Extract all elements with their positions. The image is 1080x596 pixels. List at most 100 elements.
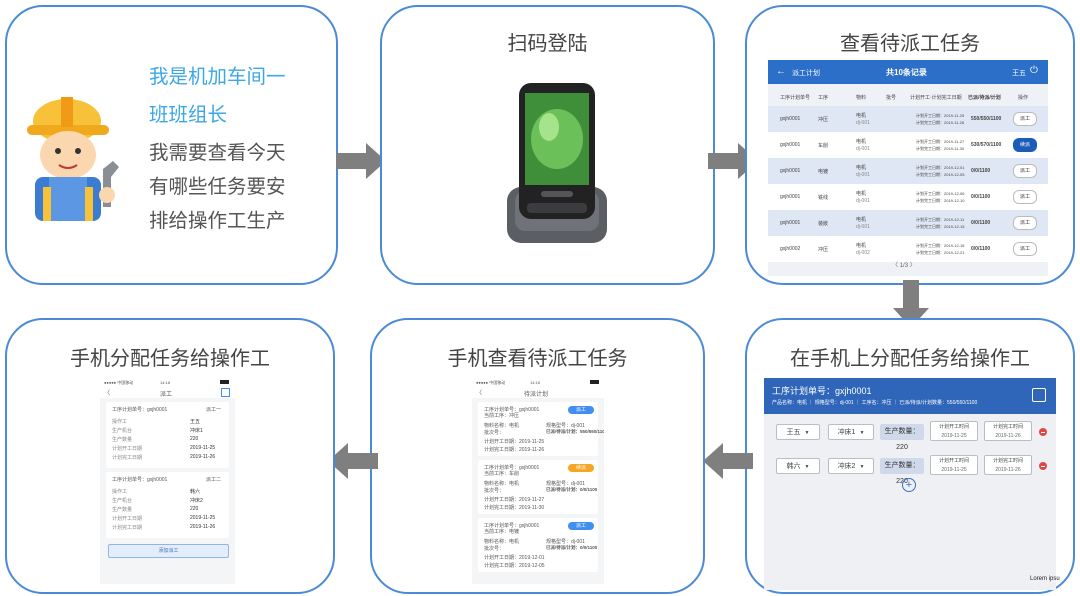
- field-value[interactable]: 220: [190, 436, 199, 442]
- card-plan-no: 工序计划单号：gxjh0001: [112, 407, 168, 413]
- card-end-date: 计划完工日期：2019-11-26: [484, 447, 545, 453]
- field-value[interactable]: 220: [190, 506, 199, 512]
- back-chevron-icon[interactable]: 〈: [104, 391, 111, 397]
- col-header: 操作: [1018, 95, 1029, 101]
- row-start-date: 计划开工日期：2019-12-01: [916, 165, 965, 170]
- card-process: 当前工序：车削: [484, 471, 520, 477]
- card-quantity: 已派/待派/计划：0/0/1100: [546, 545, 598, 550]
- scan-icon[interactable]: [1032, 388, 1046, 402]
- field-value[interactable]: 2019-11-26: [190, 454, 216, 460]
- field-value[interactable]: 冲床2: [190, 498, 203, 504]
- card-dispatch-button[interactable]: 派工: [568, 522, 594, 530]
- phone-nav-bar: 〈 待派计划: [472, 386, 604, 398]
- chevron-down-icon: ▼: [859, 464, 865, 470]
- col-header: 工序: [818, 95, 829, 101]
- row-material: 电机: [856, 165, 867, 171]
- row-end-date: 计划完工日期：2019-12-05: [916, 172, 965, 177]
- row-material: 电机: [856, 113, 867, 119]
- remove-row-icon[interactable]: [1039, 462, 1047, 470]
- card-plan-no: 工序计划单号：gxjh0001: [484, 465, 540, 471]
- row-plan-no: gxjh0001: [780, 116, 801, 122]
- row-process: 铣线: [818, 195, 829, 201]
- intro-line-1: 我是机加车间一: [149, 66, 286, 88]
- quantity-field[interactable]: 生产数量：220: [880, 424, 924, 451]
- row-start-date: 计划开工日期：2019-12-06: [916, 191, 965, 196]
- row-material-code: dj-001: [856, 120, 870, 126]
- field-value[interactable]: 冲床1: [190, 428, 203, 434]
- field-label: 计划完工日期: [112, 455, 143, 461]
- card-material: 物料名称：电机: [484, 539, 520, 545]
- remove-row-icon[interactable]: [1039, 428, 1047, 436]
- tablet-back-label[interactable]: 派工计划: [792, 70, 820, 77]
- end-date-label: 计划完工时间: [992, 458, 1023, 464]
- prev-page-icon[interactable]: 〈: [892, 263, 899, 269]
- field-value[interactable]: 2019-11-26: [190, 524, 216, 530]
- row-end-date: 计划完工日期：2019-11-26: [916, 120, 965, 125]
- row-end-date: 计划完工日期：2019-11-30: [916, 146, 965, 151]
- row-material-code: dj-002: [856, 250, 870, 256]
- col-header: 物料: [856, 95, 867, 101]
- worker-name: 王五: [786, 429, 801, 436]
- row-end-date: 计划完工日期：2019-12-21: [916, 250, 965, 255]
- row-action-button[interactable]: 派工: [1013, 112, 1037, 126]
- machine-select[interactable]: 冲床1▼: [828, 424, 874, 440]
- add-row-icon[interactable]: +: [902, 478, 916, 492]
- row-material: 电机: [856, 243, 867, 249]
- row-material-code: dj-001: [856, 198, 870, 204]
- card-dispatch-button[interactable]: 续派: [568, 464, 594, 472]
- arrow-right-icon: [336, 143, 386, 179]
- worker-select[interactable]: 王五▼: [776, 424, 820, 440]
- row-plan-no: gxjh0001: [780, 220, 801, 226]
- tablet-header-bar: ← 派工计划 共10条记录 王五 ⏻: [768, 60, 1048, 84]
- field-value[interactable]: 韩六: [190, 489, 201, 495]
- row-action-button[interactable]: 派工: [1013, 164, 1037, 178]
- row-plan-no: gxjh0001: [780, 168, 801, 174]
- row-material: 电机: [856, 139, 867, 145]
- add-assign-button[interactable]: 添加派工: [108, 544, 229, 558]
- card-material: 物料名称：电机: [484, 423, 520, 429]
- row-action-button[interactable]: 派工: [1013, 242, 1037, 256]
- row-end-date: 计划完工日期：2019-12-10: [916, 198, 965, 203]
- card-plan-no: 工序计划单号：gxjh0001: [112, 477, 168, 483]
- row-action-button[interactable]: 续派: [1013, 138, 1037, 152]
- power-icon[interactable]: ⏻: [1030, 65, 1038, 76]
- field-value[interactable]: 王五: [190, 419, 201, 425]
- field-label: 生产数量: [112, 507, 133, 513]
- row-action-button[interactable]: 派工: [1013, 190, 1037, 204]
- card-batch: 批次号：: [484, 546, 505, 552]
- step-4-title: 在手机上分配任务给操作工: [790, 348, 1030, 370]
- field-value[interactable]: 2019-11-25: [190, 445, 216, 451]
- chevron-down-icon: ▼: [859, 430, 865, 436]
- worker-select[interactable]: 韩六▼: [776, 458, 820, 474]
- step-1-card: 我是机加车间一 班班组长 我需要查看今天 有哪些任务要安 排给操作工生产: [5, 5, 338, 285]
- back-arrow-icon[interactable]: ←: [776, 66, 786, 77]
- row-process: 装嵌: [818, 221, 829, 227]
- quantity-field[interactable]: 生产数量：220: [880, 458, 924, 485]
- next-page-icon[interactable]: 〉: [909, 263, 916, 269]
- field-value[interactable]: 2019-11-25: [190, 515, 216, 521]
- back-chevron-icon[interactable]: 〈: [476, 391, 483, 397]
- tablet-pager[interactable]: 〈 1/3 〉: [892, 260, 916, 269]
- phone-list-title: 待派计划: [524, 392, 549, 398]
- row-process: 冲压: [818, 117, 829, 123]
- col-header: 工序计划单号: [780, 95, 811, 101]
- machine-select[interactable]: 冲床2▼: [828, 458, 874, 474]
- row-action-button[interactable]: 派工: [1013, 216, 1037, 230]
- scan-icon[interactable]: [221, 388, 230, 397]
- card-dispatch-button[interactable]: 派工: [568, 406, 594, 414]
